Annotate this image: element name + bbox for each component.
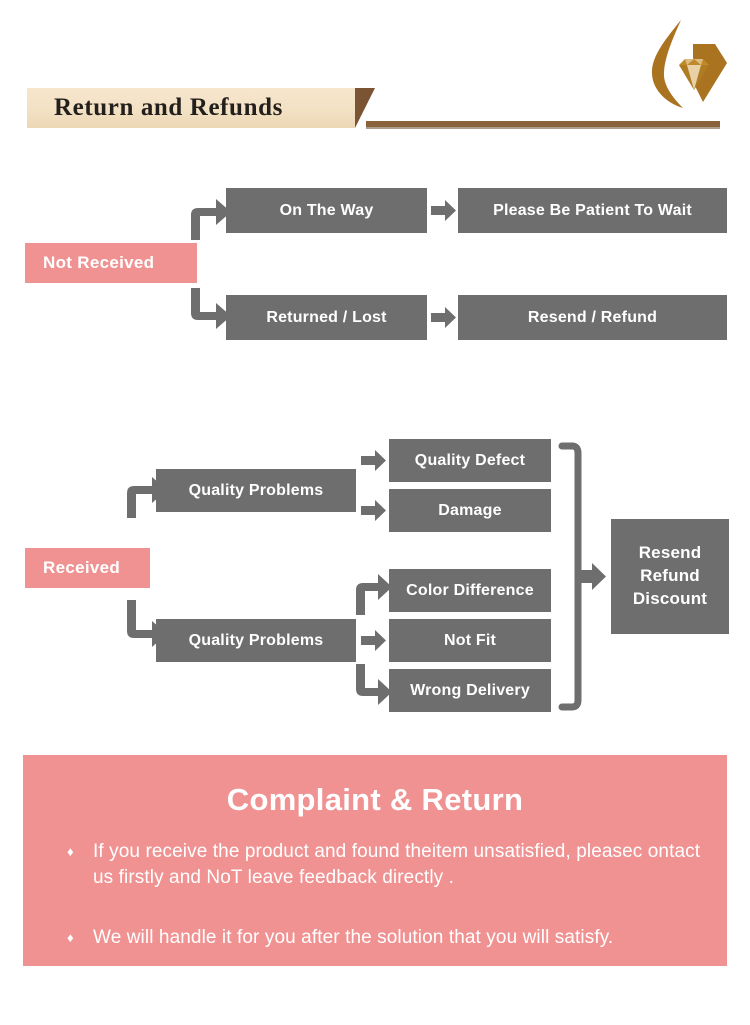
elbow-arrow-down-icon [356, 664, 392, 705]
arrow-right-icon [361, 630, 386, 651]
status-badge-received: Received [25, 548, 150, 588]
flow-box-not-fit: Not Fit [389, 619, 551, 662]
header-rule [366, 121, 720, 127]
list-item: ♦ If you receive the product and found t… [67, 839, 703, 891]
status-badge-not-received: Not Received [25, 243, 197, 283]
header-rule-shadow [366, 127, 720, 129]
outcome-line-refund: Refund [640, 566, 700, 586]
flow-box-quality-problems-top: Quality Problems [156, 469, 356, 512]
merge-bracket-connector [558, 442, 606, 711]
flow-box-returned-lost: Returned / Lost [226, 295, 427, 340]
outcome-line-discount: Discount [632, 588, 708, 608]
arrow-right-icon [431, 307, 456, 328]
arrow-right-icon [361, 450, 386, 471]
elbow-arrow-up-icon [191, 199, 231, 240]
elbow-arrow-up-icon [356, 574, 392, 615]
arrow-right-icon [431, 200, 456, 221]
arrow-right-icon [361, 500, 386, 521]
diamond-bullet-icon: ♦ [67, 930, 74, 945]
flow-box-quality-problems-bottom: Quality Problems [156, 619, 356, 662]
complaint-and-return-panel: Complaint & Return ♦ If you receive the … [23, 755, 727, 966]
flow-box-resend-refund-discount: Resend Refund Discount [611, 519, 729, 634]
flow-box-color-difference: Color Difference [389, 569, 551, 612]
flow-box-wrong-delivery: Wrong Delivery [389, 669, 551, 712]
banner-tail-shape [355, 88, 375, 128]
flow-box-quality-defect: Quality Defect [389, 439, 551, 482]
list-item: ♦ We will handle it for you after the so… [67, 925, 703, 951]
list-item-text: We will handle it for you after the solu… [93, 927, 614, 948]
outcome-line-resend: Resend [638, 543, 702, 563]
title-banner: Return and Refunds [27, 88, 355, 128]
flow-box-on-the-way: On The Way [226, 188, 427, 233]
page-title: Return and Refunds [54, 94, 283, 121]
diamond-bullet-icon: ♦ [67, 844, 74, 859]
list-item-text: If you receive the product and found the… [93, 841, 701, 888]
flow-box-damage: Damage [389, 489, 551, 532]
flow-box-please-be-patient: Please Be Patient To Wait [458, 188, 727, 233]
page-header: Return and Refunds [0, 0, 750, 160]
flow-box-resend-refund: Resend / Refund [458, 295, 727, 340]
diamond-flame-logo [651, 20, 727, 108]
elbow-arrow-down-icon [191, 288, 231, 329]
complaint-title: Complaint & Return [226, 782, 524, 817]
